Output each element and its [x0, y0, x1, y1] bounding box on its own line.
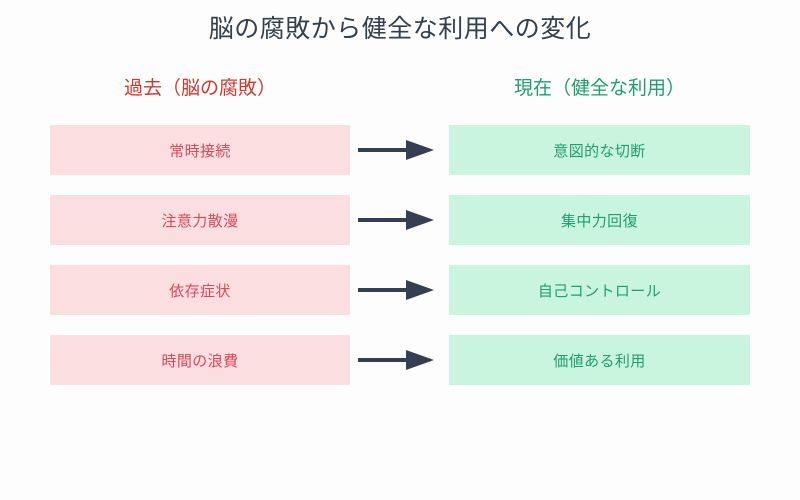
past-box[interactable]: 注意力散漫 [50, 195, 350, 245]
past-box-label: 依存症状 [169, 282, 231, 300]
column-heading-now: 現在（健全な利用） [513, 78, 685, 99]
now-box[interactable]: 自己コントロール [449, 265, 750, 315]
column-heading-past: 過去（脳の腐敗） [123, 78, 276, 99]
past-box-label: 常時接続 [169, 142, 231, 160]
past-box[interactable]: 常時接続 [50, 125, 350, 175]
now-box[interactable]: 意図的な切断 [449, 125, 750, 175]
past-box[interactable]: 時間の浪費 [50, 335, 350, 385]
now-box-label: 価値ある利用 [553, 352, 646, 370]
comparison-row: 常時接続 意図的な切断 [0, 125, 800, 175]
comparison-row: 依存症状 自己コントロール [0, 265, 800, 315]
arrow-right-icon [358, 208, 434, 232]
now-box[interactable]: 価値ある利用 [449, 335, 750, 385]
past-box[interactable]: 依存症状 [50, 265, 350, 315]
now-box-label: 自己コントロール [537, 282, 662, 300]
arrow-right-icon [358, 138, 434, 162]
now-box-label: 集中力回復 [560, 212, 638, 230]
arrow-right-icon [358, 348, 434, 372]
comparison-row: 注意力散漫 集中力回復 [0, 195, 800, 245]
page-title: 脳の腐敗から健全な利用への変化 [208, 15, 592, 43]
now-box[interactable]: 集中力回復 [449, 195, 750, 245]
comparison-row: 時間の浪費 価値ある利用 [0, 335, 800, 385]
past-box-label: 注意力散漫 [161, 212, 239, 230]
now-box-label: 意図的な切断 [553, 142, 646, 160]
arrow-right-icon [358, 278, 434, 302]
past-box-label: 時間の浪費 [161, 352, 239, 370]
